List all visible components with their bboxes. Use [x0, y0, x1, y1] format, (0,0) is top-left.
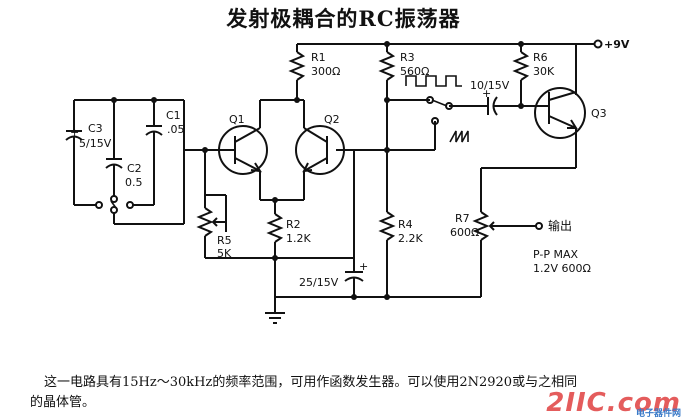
capacitor-bank: C3 5/15V + C2 0.5 C1 .05	[65, 97, 226, 225]
r6-value: 30K	[533, 65, 555, 78]
capacitor-coupling: + 10/15V	[470, 79, 524, 116]
r7-value: 600Ω	[450, 226, 479, 239]
watermark-subtitle: 电子器件网	[635, 409, 681, 419]
r5-label: R5	[217, 234, 232, 247]
r6-label: R6	[533, 51, 548, 64]
supply-label: +9V	[604, 38, 630, 51]
q2-label: Q2	[324, 113, 340, 126]
bias-divider: R3 560Ω R4 2.2K	[353, 44, 430, 297]
svg-text:+: +	[70, 126, 79, 139]
supply-rail: +9V	[297, 38, 630, 95]
svg-text:+: +	[359, 260, 368, 273]
coupling-cap-label: 10/15V	[470, 79, 510, 92]
transistor-q1: Q1	[218, 100, 268, 200]
r7-label: R7	[455, 212, 470, 225]
r3-label: R3	[400, 51, 415, 64]
c2-value: 0.5	[125, 176, 143, 189]
r2-value: 1.2K	[286, 232, 311, 245]
diagram-title: 发射极耦合的RC振荡器	[226, 6, 461, 31]
r1-value: 300Ω	[311, 65, 340, 78]
svg-text:+: +	[482, 87, 491, 100]
pp-max-label: P-P MAX	[533, 248, 579, 261]
emitter-cap-label: 25/15V	[299, 276, 339, 289]
watermark: 2IIC.com 电子器件网	[546, 388, 681, 419]
resistor-r6: R6 30K	[512, 44, 555, 107]
caption-line-1: 这一电路具有15Hz～30kHz的频率范围，可用作函数发生器。可以使用2N292…	[44, 375, 578, 390]
r3-value: 560Ω	[400, 65, 429, 78]
q1-label: Q1	[229, 113, 245, 126]
watermark-logo: 2IIC.com	[546, 388, 681, 418]
output-label: 输出	[548, 218, 572, 233]
capacitor-emitter: + 25/15V	[299, 260, 368, 297]
c1-value: .05	[167, 123, 185, 136]
resistor-r2: R2 1.2K	[260, 197, 311, 297]
c3-label: C3	[88, 122, 103, 135]
caption: 这一电路具有15Hz～30kHz的频率范围，可用作函数发生器。可以使用2N292…	[30, 373, 670, 413]
r4-value: 2.2K	[398, 232, 423, 245]
c2-label: C2	[127, 162, 142, 175]
ground-bus	[265, 294, 481, 324]
caption-line-2: 的晶体管。	[30, 395, 96, 410]
r4-label: R4	[398, 218, 413, 231]
potentiometer-r5: R5 5K	[196, 147, 355, 261]
transistor-q3: Q3	[534, 87, 607, 168]
transistor-q2: Q2	[295, 100, 354, 200]
potentiometer-r7: R7 600Ω 输出 P-P MAX 1.2V 600Ω	[450, 167, 591, 297]
q3-label: Q3	[591, 107, 607, 120]
waveform-switch	[387, 75, 480, 151]
r5-value: 5K	[217, 247, 232, 260]
pp-max-value: 1.2V 600Ω	[533, 262, 591, 275]
resistor-r1: R1 300Ω	[260, 44, 340, 103]
c3-value: 5/15V	[79, 137, 112, 150]
circuit-schematic: +9V C3 5/15V + C2	[65, 38, 630, 324]
r1-label: R1	[311, 51, 326, 64]
c1-label: C1	[166, 109, 181, 122]
r2-label: R2	[286, 218, 301, 231]
